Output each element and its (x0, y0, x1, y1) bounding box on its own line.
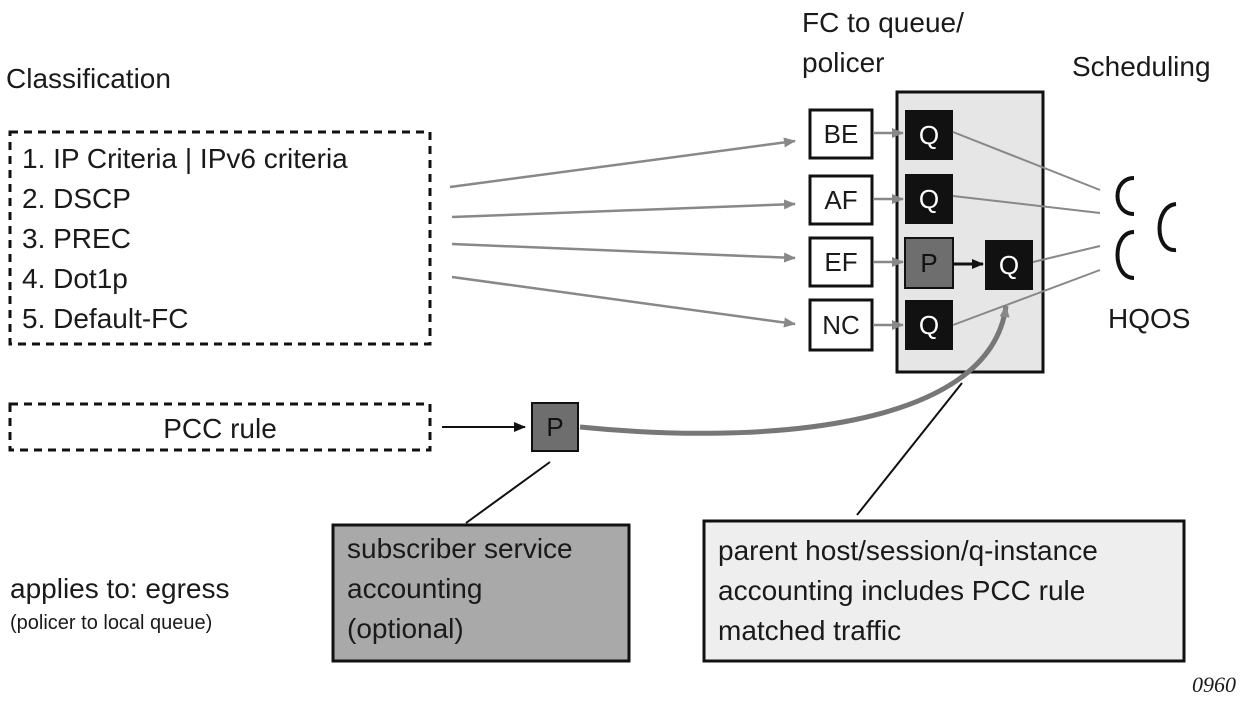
fc-label: NC (822, 310, 860, 340)
subscriber-callout-line: accounting (347, 573, 482, 604)
criteria-item: 4. Dot1p (22, 263, 128, 294)
policer-label: P (546, 412, 563, 442)
subscriber-callout-leader (465, 461, 551, 524)
classification-arrow-ef (451, 242, 796, 263)
applies-to-label: applies to: egress (10, 573, 229, 604)
scheduler-icon (1157, 202, 1177, 252)
criteria-item: 5. Default-FC (22, 303, 189, 334)
figure-number: 0960 (1192, 672, 1236, 697)
classification-arrow-nc (451, 275, 796, 328)
queue-label: Q (919, 310, 939, 340)
fc-queue-heading-line2: policer (802, 47, 884, 78)
scheduling-heading: Scheduling (1072, 51, 1211, 82)
subscriber-accounting-callout (331, 523, 631, 663)
parent-callout-leader (856, 382, 963, 516)
queue-be (905, 110, 953, 160)
queue-ef (985, 240, 1033, 290)
policer-ef (904, 237, 954, 289)
fc-box-af (808, 174, 874, 226)
criteria-item: 3. PREC (22, 223, 131, 254)
pcc-policer-to-queue-arrow (579, 305, 1010, 436)
classification-arrow-af (451, 199, 796, 219)
parent-callout-line: parent host/session/q-instance (718, 535, 1098, 566)
criteria-item: 2. DSCP (22, 183, 131, 214)
queue-to-scheduler-line (952, 131, 1101, 191)
classification-heading: Classification (6, 63, 171, 94)
fc-box-nc (808, 298, 874, 352)
pcc-rule-label: PCC rule (163, 413, 277, 444)
fc-label: EF (824, 247, 857, 277)
queue-label: Q (919, 120, 939, 150)
parent-callout-line: matched traffic (718, 615, 901, 646)
fc-queue-heading-line1: FC to queue/ (802, 7, 964, 38)
pcc-rule-box (8, 402, 432, 452)
classification-arrow-be (449, 137, 796, 189)
scheduler-icon (1115, 176, 1135, 216)
queue-af (905, 174, 953, 224)
pcc-policer (531, 402, 579, 452)
classification-box (8, 130, 432, 346)
fc-label: AF (824, 185, 857, 215)
parent-callout-line: accounting includes PCC rule (718, 575, 1085, 606)
parent-accounting-callout (702, 519, 1186, 663)
subscriber-callout-line: subscriber service (347, 533, 573, 564)
queue-label: Q (919, 184, 939, 214)
queue-to-scheduler-line (952, 269, 1101, 326)
fc-box-be (808, 108, 874, 160)
queue-nc (905, 300, 953, 350)
queue-to-scheduler-line (1032, 245, 1101, 263)
queue-to-scheduler-line (952, 195, 1101, 214)
hqos-label: HQOS (1108, 303, 1190, 334)
criteria-item: 1. IP Criteria | IPv6 criteria (22, 143, 348, 174)
policer-label: P (920, 248, 937, 278)
applies-to-note: (policer to local queue) (10, 612, 212, 634)
fc-box-ef (808, 236, 874, 288)
subscriber-callout-line: (optional) (347, 613, 464, 644)
fc-label: BE (824, 119, 859, 149)
queue-label: Q (999, 250, 1019, 280)
scheduler-icon (1115, 230, 1135, 280)
